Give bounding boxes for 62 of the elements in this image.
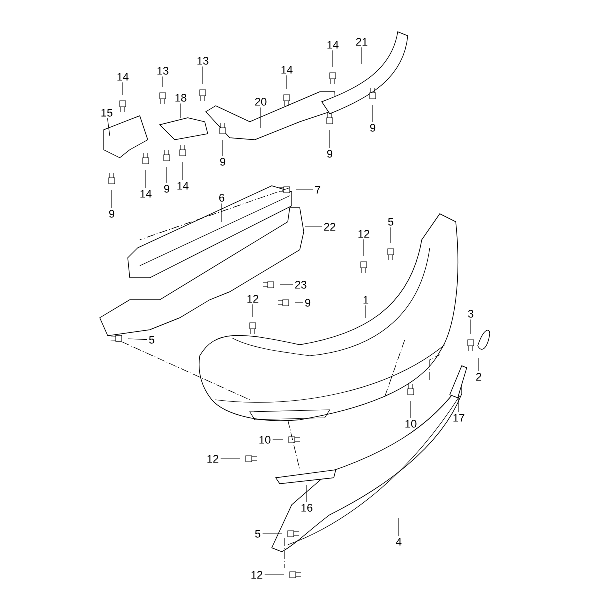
callout-number: 9 — [370, 124, 376, 132]
callout-number: 22 — [324, 223, 336, 231]
leader-line — [458, 394, 460, 413]
leader-line — [470, 319, 472, 334]
leader-line — [162, 76, 164, 88]
callout-number: 9 — [164, 185, 170, 193]
leader-line — [372, 104, 374, 123]
callout-number: 9 — [109, 210, 115, 218]
leader-line — [280, 284, 294, 286]
leader-line — [166, 166, 168, 184]
callout-number: 16 — [302, 504, 313, 512]
callout-number: 2 — [476, 373, 482, 381]
callout-number: 12 — [252, 571, 263, 579]
leader-line — [222, 140, 224, 157]
callout-number: 14 — [178, 182, 189, 190]
callout-number: 5 — [149, 336, 155, 344]
callout-number: 14 — [328, 41, 339, 49]
leader-line — [182, 162, 184, 181]
leader-line — [286, 75, 288, 90]
callout-number: 14 — [140, 190, 152, 198]
callout-number: 9 — [305, 299, 311, 307]
callout-number: 3 — [468, 310, 474, 318]
callout-number: 13 — [158, 67, 169, 75]
callout-number: 12 — [208, 455, 219, 463]
leader-line — [107, 118, 110, 136]
callout-number: 15 — [102, 109, 113, 117]
leader-line — [220, 458, 240, 460]
callout-number: 5 — [388, 218, 394, 226]
leader-line — [128, 338, 148, 340]
leader-line — [478, 358, 480, 372]
callout-number: 20 — [255, 98, 267, 106]
callout-number: 12 — [358, 230, 370, 238]
leader-line — [306, 484, 308, 503]
callout-number: 12 — [248, 295, 259, 303]
callout-number: 10 — [406, 420, 417, 428]
callout-number: 23 — [295, 281, 307, 289]
leader-line — [294, 302, 304, 304]
leader-line — [260, 107, 262, 128]
callout-number: 6 — [220, 194, 225, 202]
leader-line — [304, 226, 322, 228]
leader-line — [390, 227, 392, 244]
callout-number: 14 — [118, 73, 129, 81]
leader-line — [252, 304, 254, 318]
callout-number: 14 — [282, 66, 293, 74]
leader-line — [398, 518, 400, 537]
leader-line — [202, 66, 204, 84]
leader-line — [410, 400, 412, 419]
callout-number: 17 — [454, 414, 465, 422]
callout-number: 4 — [396, 538, 402, 546]
callout-number: 10 — [260, 436, 271, 444]
callout-number: 9 — [220, 158, 226, 166]
callout-number: 7 — [316, 186, 320, 194]
callout-number: 21 — [356, 38, 368, 46]
callout-number: 9 — [327, 150, 333, 158]
leader-line — [122, 82, 124, 96]
leader-line — [180, 103, 182, 118]
callout-number: 1 — [364, 296, 369, 304]
callout-number: 5 — [255, 530, 261, 538]
callout-number: 18 — [176, 94, 187, 102]
leader-line — [332, 50, 334, 68]
callout-number: 13 — [198, 57, 209, 65]
leader-line — [264, 574, 284, 576]
